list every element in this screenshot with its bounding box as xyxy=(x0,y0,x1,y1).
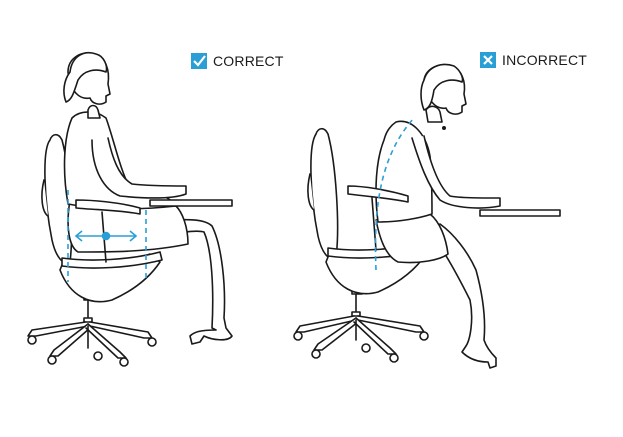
chair-seat-correct xyxy=(61,251,163,269)
posture-guides xyxy=(67,117,415,282)
correct-scene xyxy=(27,52,233,367)
incorrect-scene xyxy=(293,63,561,369)
chair-base-correct xyxy=(27,299,157,367)
x-badge-icon xyxy=(480,52,496,68)
desk-incorrect xyxy=(479,209,561,217)
woman-correct xyxy=(63,52,233,345)
armrest-incorrect xyxy=(347,185,409,203)
desk-correct xyxy=(149,199,233,207)
check-badge-icon xyxy=(191,53,207,69)
chair-base-incorrect xyxy=(293,293,429,363)
woman-incorrect xyxy=(375,63,501,369)
correct-label: CORRECT xyxy=(191,53,284,69)
chair-back-incorrect xyxy=(310,127,339,260)
correct-label-text: CORRECT xyxy=(213,53,284,69)
incorrect-label: INCORRECT xyxy=(480,52,587,68)
armrest-correct xyxy=(75,199,141,215)
incorrect-label-text: INCORRECT xyxy=(502,52,588,68)
